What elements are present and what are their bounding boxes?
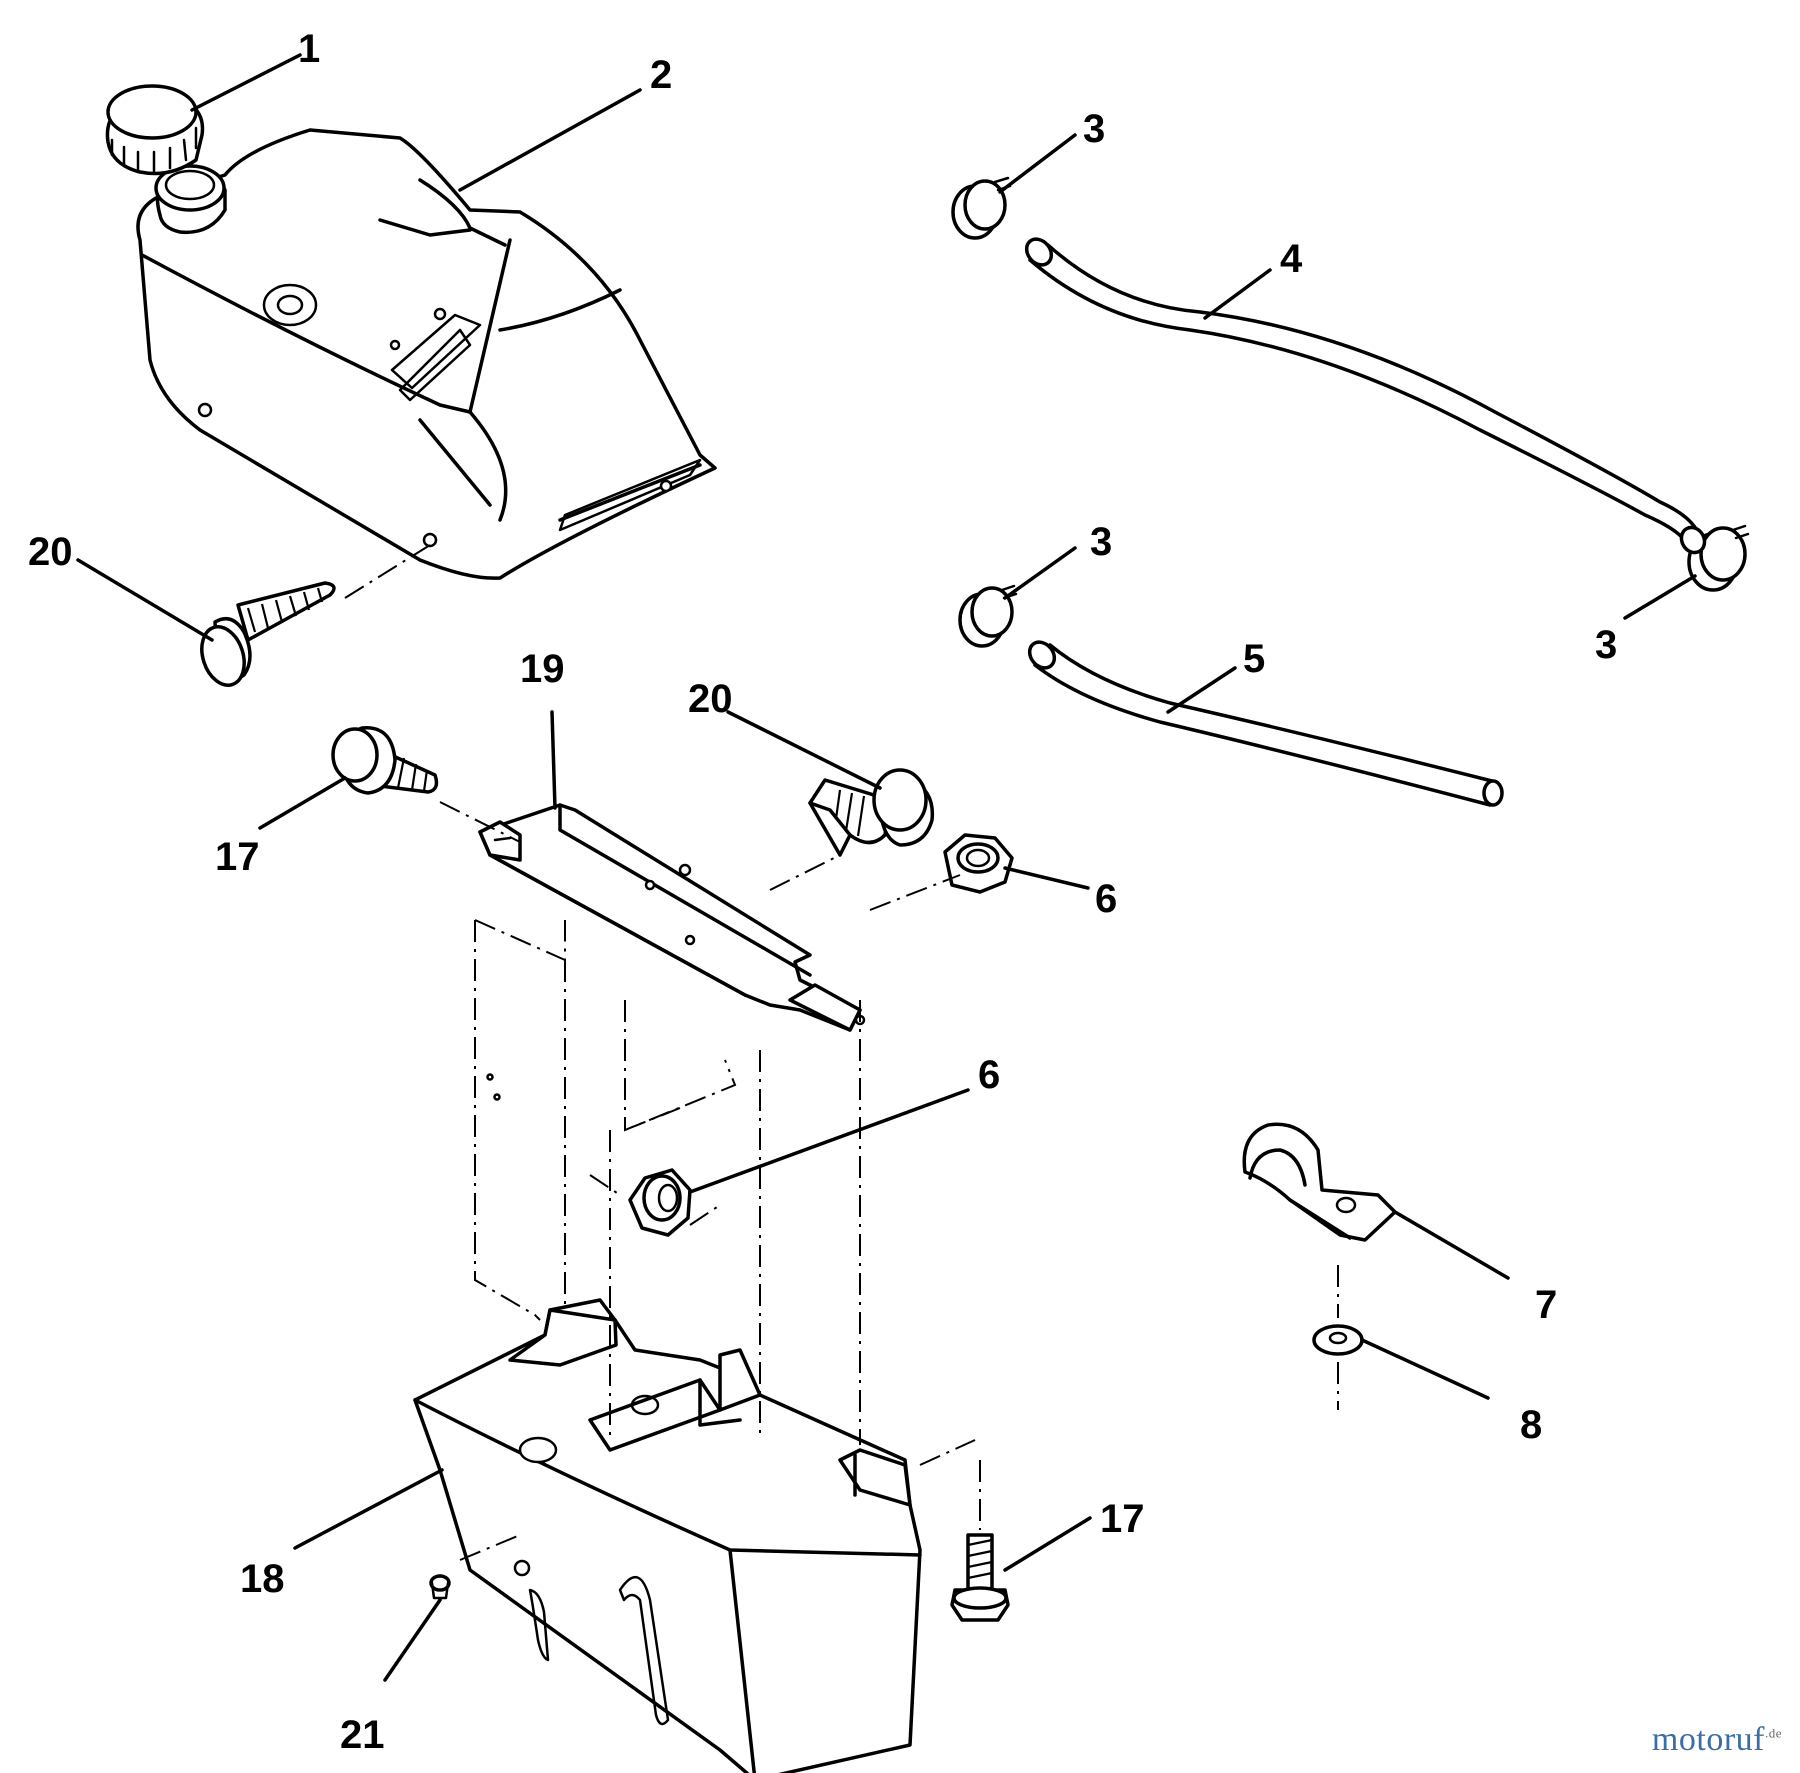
nut-upper [943, 833, 1014, 894]
tank-bracket [478, 803, 866, 1032]
screw-upper [200, 581, 336, 687]
callout-18: 18 [240, 1557, 285, 1601]
watermark-logo: motoruf.de [1652, 1721, 1782, 1759]
callout-19: 19 [520, 647, 565, 691]
callout-5: 5 [1243, 637, 1265, 681]
fuel-hose-short [1027, 640, 1504, 807]
callout-6-upper: 6 [1095, 877, 1117, 921]
hose-clamp-middle-left [958, 584, 1018, 648]
hose-clip [1242, 1122, 1397, 1242]
callout-21: 21 [340, 1713, 385, 1757]
washer [1312, 1324, 1364, 1356]
nut-lower [628, 1168, 692, 1237]
callout-20-lower: 20 [688, 677, 733, 721]
callout-20-upper: 20 [28, 530, 73, 574]
fuel-cap [105, 84, 205, 176]
hose-clamp-top-left [951, 176, 1012, 240]
battery-tray [413, 1298, 922, 1773]
screw-lower [808, 768, 935, 857]
assembly-lines [344, 544, 1339, 1561]
fuel-tank [136, 128, 717, 580]
callout-7: 7 [1535, 1283, 1557, 1327]
leader-lines [76, 53, 1697, 1682]
callout-labels: 1 2 3 4 3 3 5 20 19 20 17 6 6 7 8 17 18 … [28, 27, 1617, 1757]
callout-6-lower: 6 [978, 1053, 1000, 1097]
callout-8: 8 [1520, 1403, 1542, 1447]
callout-3-right: 3 [1595, 623, 1617, 667]
callout-17-upper: 17 [215, 835, 260, 879]
callout-4: 4 [1280, 237, 1303, 281]
callout-3-top: 3 [1083, 107, 1105, 151]
callout-3-middle: 3 [1090, 520, 1112, 564]
callout-17-lower: 17 [1100, 1497, 1145, 1541]
watermark-suffix: .de [1764, 1725, 1782, 1741]
rivet [429, 1574, 451, 1600]
callout-2: 2 [650, 53, 672, 97]
bolt-lower [950, 1533, 1010, 1622]
fuel-hose-long [1024, 237, 1707, 555]
watermark-text: motoruf [1651, 1721, 1765, 1758]
callout-1: 1 [298, 27, 320, 71]
bolt-upper [331, 726, 439, 795]
